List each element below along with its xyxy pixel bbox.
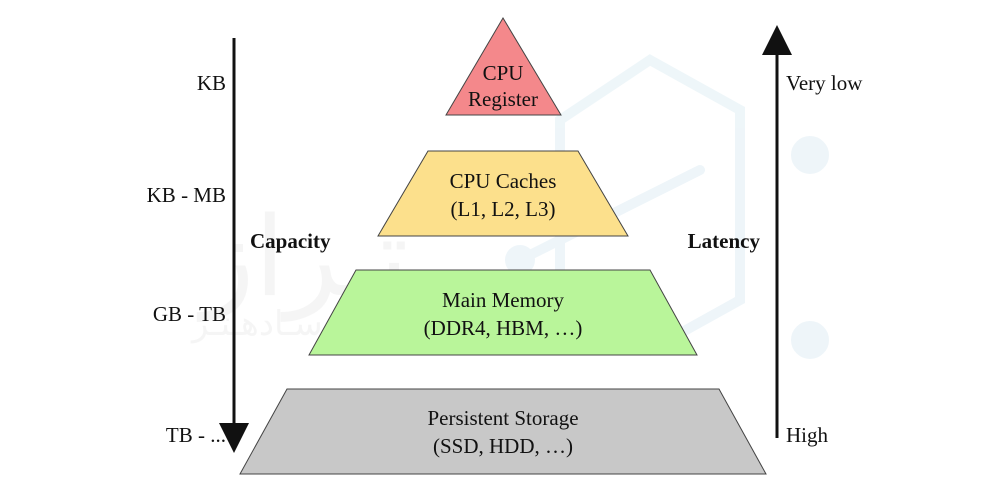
latency-label-high: High (786, 423, 829, 447)
capacity-label-kb: KB (197, 71, 226, 95)
tier-label-line1: CPU Caches (450, 169, 557, 193)
tier-label-line1: Main Memory (442, 288, 564, 312)
tier-label-line2: (DDR4, HBM, …) (424, 316, 583, 340)
tier-label-line2: Register (468, 87, 538, 111)
tier-persistent-storage: Persistent Storage (SSD, HDD, …) (239, 388, 767, 475)
tier-shape (377, 150, 629, 237)
tier-shape (308, 269, 698, 356)
capacity-label-tb: TB - ... (166, 423, 226, 447)
capacity-axis-title: Capacity (250, 229, 331, 253)
tier-label-line1: Persistent Storage (427, 406, 578, 430)
tier-label-line2: (SSD, HDD, …) (433, 434, 573, 458)
capacity-label-kb-mb: KB - MB (147, 183, 226, 207)
capacity-label-gb-tb: GB - TB (153, 302, 226, 326)
tier-main-memory: Main Memory (DDR4, HBM, …) (308, 269, 698, 356)
tier-shape (445, 17, 562, 116)
latency-label-very-low: Very low (786, 71, 863, 95)
tier-label-line2: (L1, L2, L3) (451, 197, 556, 221)
latency-axis-title: Latency (688, 229, 761, 253)
tier-shape (239, 388, 767, 475)
tier-label-line1: CPU (483, 61, 524, 85)
tier-cpu-caches: CPU Caches (L1, L2, L3) (377, 150, 629, 237)
tier-cpu-register: CPU Register (445, 17, 562, 116)
